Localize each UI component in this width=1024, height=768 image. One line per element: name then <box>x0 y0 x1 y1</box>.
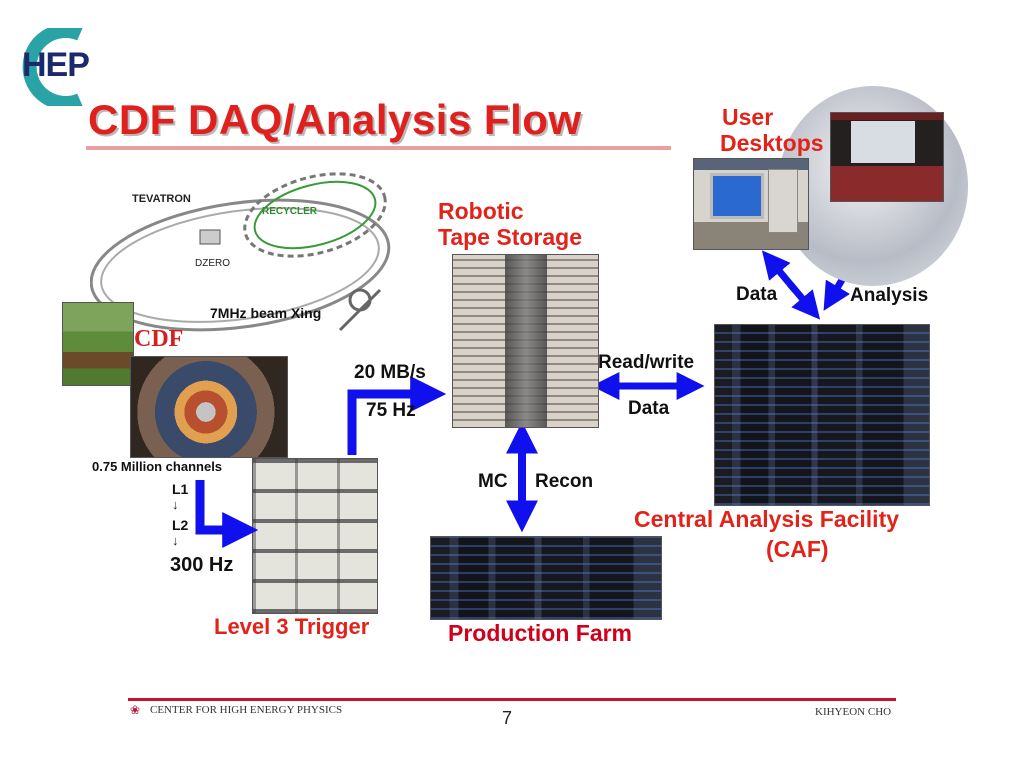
desktop-data-label: Data <box>736 284 778 305</box>
bison-photo <box>62 302 134 386</box>
readwrite-label: Read/write <box>598 352 695 373</box>
hep-logo: HEP <box>18 24 108 110</box>
l1-arrow: ↓ <box>172 497 179 512</box>
production-farm-photo <box>430 536 662 620</box>
arrow-l3-to-tape <box>347 376 447 455</box>
desktop-computer-photo <box>693 158 809 250</box>
l2-arrow: ↓ <box>172 533 179 548</box>
footer-rule <box>128 698 896 701</box>
user-desktops-label-line2: Desktops <box>720 130 824 156</box>
slide-title: CDF DAQ/Analysis Flow <box>88 96 582 143</box>
recon-label: Recon <box>535 471 594 492</box>
analysis-label: Analysis <box>850 285 929 306</box>
hep-logo-mark <box>22 24 83 110</box>
cdf-detector-photo <box>130 356 288 458</box>
footer-author: KIHYEON CHO <box>815 706 892 718</box>
caf-photo <box>714 324 930 506</box>
page-number: 7 <box>502 708 513 728</box>
footer-emblem-icon: ❀ <box>130 703 141 717</box>
footer-org: CENTER FOR HIGH ENERGY PHYSICS <box>150 704 343 716</box>
arrow-caf-desktop-data-down <box>787 281 821 320</box>
l2-rate-label: 300 Hz <box>170 554 234 576</box>
hep-logo-text: HEP <box>22 46 90 84</box>
channels-label: 0.75 Million channels <box>92 459 223 474</box>
caf-label-line1: Central Analysis Facility <box>634 506 900 532</box>
mc-label: MC <box>478 471 508 492</box>
tape-storage-title-line2: Tape Storage <box>438 224 582 250</box>
bandwidth-label: 20 MB/s <box>354 362 426 383</box>
cdf-label: CDF <box>134 326 184 352</box>
accelerator-diagram <box>90 172 391 332</box>
level3-trigger-photo <box>252 458 378 614</box>
tevatron-label: TEVATRON <box>132 193 191 205</box>
recycler-label: RECYCLER <box>262 206 318 217</box>
user-desktops-label-line1: User <box>722 104 774 130</box>
tape-storage-photo <box>452 254 599 428</box>
production-farm-label: Production Farm <box>448 620 633 646</box>
l3-rate-label: 75 Hz <box>366 400 416 421</box>
l1-label: L1 <box>172 481 189 497</box>
tape-storage-title-line1: Robotic <box>438 198 524 224</box>
arrow-detector-to-l3 <box>195 480 259 548</box>
laptop-photo <box>830 112 944 202</box>
caf-label-line2: (CAF) <box>766 536 829 562</box>
level3-trigger-label: Level 3 Trigger <box>214 614 370 639</box>
dzero-label: DZERO <box>195 258 230 269</box>
data-link-label: Data <box>628 398 670 419</box>
beam-label: 7MHz beam Xing <box>210 305 322 321</box>
l2-label: L2 <box>172 517 189 533</box>
title-underline <box>86 146 671 150</box>
